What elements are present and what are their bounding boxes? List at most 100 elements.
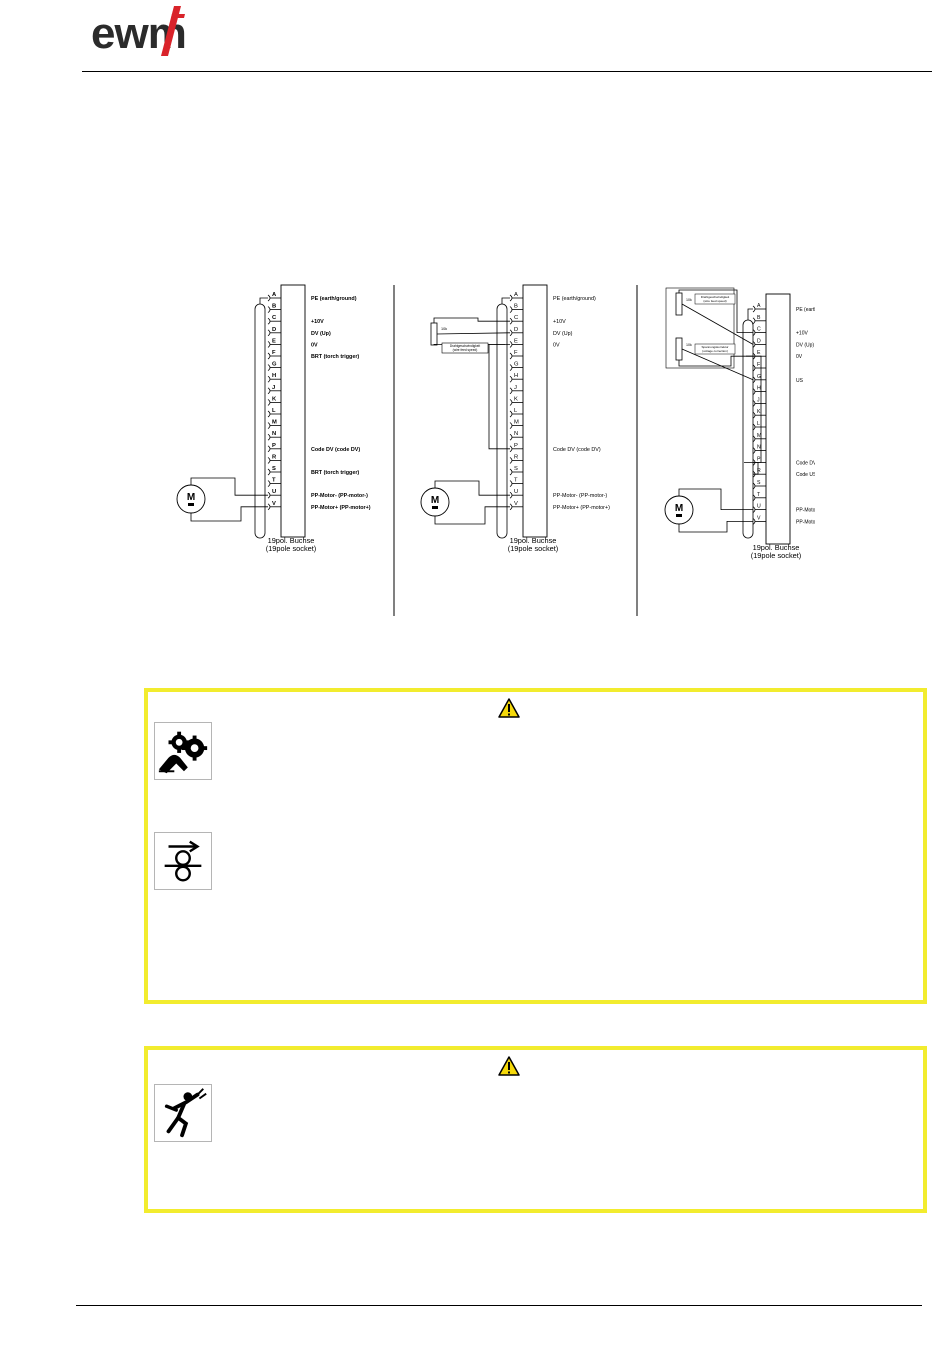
header-rule <box>82 71 932 72</box>
left-pin-label: BRT (torch trigger) <box>311 354 359 360</box>
left-pin-letter: A <box>272 292 277 298</box>
left-socket-caption: 19pol. Buchse <box>268 536 315 545</box>
middle-pot-label: Drahtgeschwindigkeit <box>450 344 480 348</box>
middle-socket-caption: (19pole socket) <box>508 544 559 553</box>
wire <box>678 355 753 367</box>
left-pin-contact <box>267 375 271 383</box>
left-pin-contact <box>267 317 271 325</box>
left-motor-brush <box>188 503 194 506</box>
wire <box>747 308 753 320</box>
left-pin-label: Code DV (code DV) <box>311 447 360 453</box>
right-pin-letter: H <box>757 386 761 392</box>
right-pin-contact <box>752 317 756 325</box>
wire <box>433 317 510 323</box>
right-pin-letter: K <box>757 409 761 415</box>
middle-pin-contact <box>509 491 513 499</box>
middle-pin-label: DV (Up) <box>553 331 573 337</box>
right-pin-label: PE (earth/ground) <box>796 307 815 313</box>
wire <box>681 348 754 381</box>
middle-pin-letter: E <box>514 338 518 344</box>
left-pin-contact <box>267 491 271 499</box>
right-pin-letter: B <box>757 315 761 321</box>
middle-pin-label: +10V <box>553 319 566 325</box>
middle-pot-label: (wire feed speed) <box>453 348 478 352</box>
left-pin-contact <box>267 433 271 441</box>
left-pin-contact <box>267 399 271 406</box>
middle-socket-caption: 19pol. Buchse <box>510 536 557 545</box>
middle-pin-contact <box>509 364 513 371</box>
ewm-logo: ewm <box>91 6 187 58</box>
middle-pin-label: PP-Motor- (PP-motor-) <box>553 493 607 499</box>
right-pin-letter: T <box>757 492 761 498</box>
middle-pin-contact <box>509 457 513 464</box>
right-pot-value: 10k <box>686 343 692 347</box>
right-pin-letter: V <box>757 515 761 521</box>
middle-pin-contact <box>509 480 513 487</box>
middle-pin-letter: R <box>514 454 518 460</box>
right-pin-letter: F <box>757 362 760 368</box>
middle-pin-letter: A <box>514 292 518 298</box>
middle-pin-letter: C <box>514 315 518 321</box>
wire <box>436 332 511 335</box>
right-pin-label: PP-Motor+ (PP-motor+) <box>796 519 815 525</box>
right-socket-caption: (19pole socket) <box>751 551 802 560</box>
middle-pin-letter: K <box>514 396 518 402</box>
left-pin-letter: R <box>272 454 277 460</box>
left-pin-letter: V <box>272 501 276 507</box>
right-socket-caption: 19pol. Buchse <box>753 543 800 552</box>
warning-triangle-icon <box>498 1056 520 1076</box>
left-pin-contact <box>267 468 271 476</box>
middle-pin-letter: P <box>514 443 518 449</box>
right-pin-label: PP-Motor+ (PP-motor-) <box>796 508 815 514</box>
right-motor-label: M <box>675 503 683 514</box>
middle-pin-letter: J <box>514 385 517 391</box>
wire <box>488 344 510 450</box>
right-pin-letter: D <box>757 338 761 344</box>
right-pot1-label-box <box>694 293 736 305</box>
middle-pin-contact <box>509 422 513 429</box>
crushing-gears-icon <box>154 722 212 780</box>
middle-pin-letter: F <box>514 350 518 356</box>
footer-rule <box>76 1305 922 1306</box>
warning-box-electrical <box>144 1046 927 1213</box>
middle-pin-contact <box>509 468 513 476</box>
wire <box>501 297 510 304</box>
left-pin-letter: L <box>272 408 276 414</box>
wire <box>681 303 754 345</box>
left-pin-letter: E <box>272 338 276 344</box>
left-pin-letter: S <box>272 466 276 472</box>
electric-shock-icon <box>154 1084 212 1142</box>
middle-socket-body <box>522 284 548 538</box>
wire <box>744 461 759 475</box>
right-pin-letter: J <box>757 397 760 403</box>
middle-cable-sheath <box>496 303 508 539</box>
left-motor-label: M <box>187 492 195 503</box>
wire <box>259 297 268 304</box>
right-pin-letter: A <box>757 303 761 309</box>
left-pin-contact <box>267 445 271 453</box>
middle-pot-value: 10k <box>441 327 447 331</box>
left-pin-letter: F <box>272 350 276 356</box>
wire <box>434 506 510 525</box>
left-pin-contact <box>267 422 271 429</box>
left-pin-contact <box>267 352 271 360</box>
middle-pin-letter: T <box>514 478 518 484</box>
right-pin-contact <box>752 305 756 313</box>
right-pin-letter: M <box>757 433 761 439</box>
right-pin-label: +10V <box>796 331 808 337</box>
middle-pin-contact <box>509 352 513 360</box>
middle-pin-letter: H <box>514 373 518 379</box>
left-pin-letter: C <box>272 315 277 321</box>
right-cable-sheath <box>742 319 754 539</box>
middle-pin-contact <box>509 341 513 348</box>
middle-pin-contact <box>509 445 513 453</box>
wire <box>190 506 268 522</box>
left-pin-letter: M <box>272 420 277 426</box>
middle-pin-contact <box>509 433 513 441</box>
left-pin-contact <box>267 480 271 487</box>
right-pot-label: Spannungskorrektur <box>701 345 728 349</box>
right-pot-label: Drahtgeschwindigkeit <box>701 295 730 299</box>
left-pin-label: PE (earth/ground) <box>311 296 357 302</box>
middle-motor-brush <box>432 506 438 509</box>
left-pin-contact <box>267 306 271 313</box>
